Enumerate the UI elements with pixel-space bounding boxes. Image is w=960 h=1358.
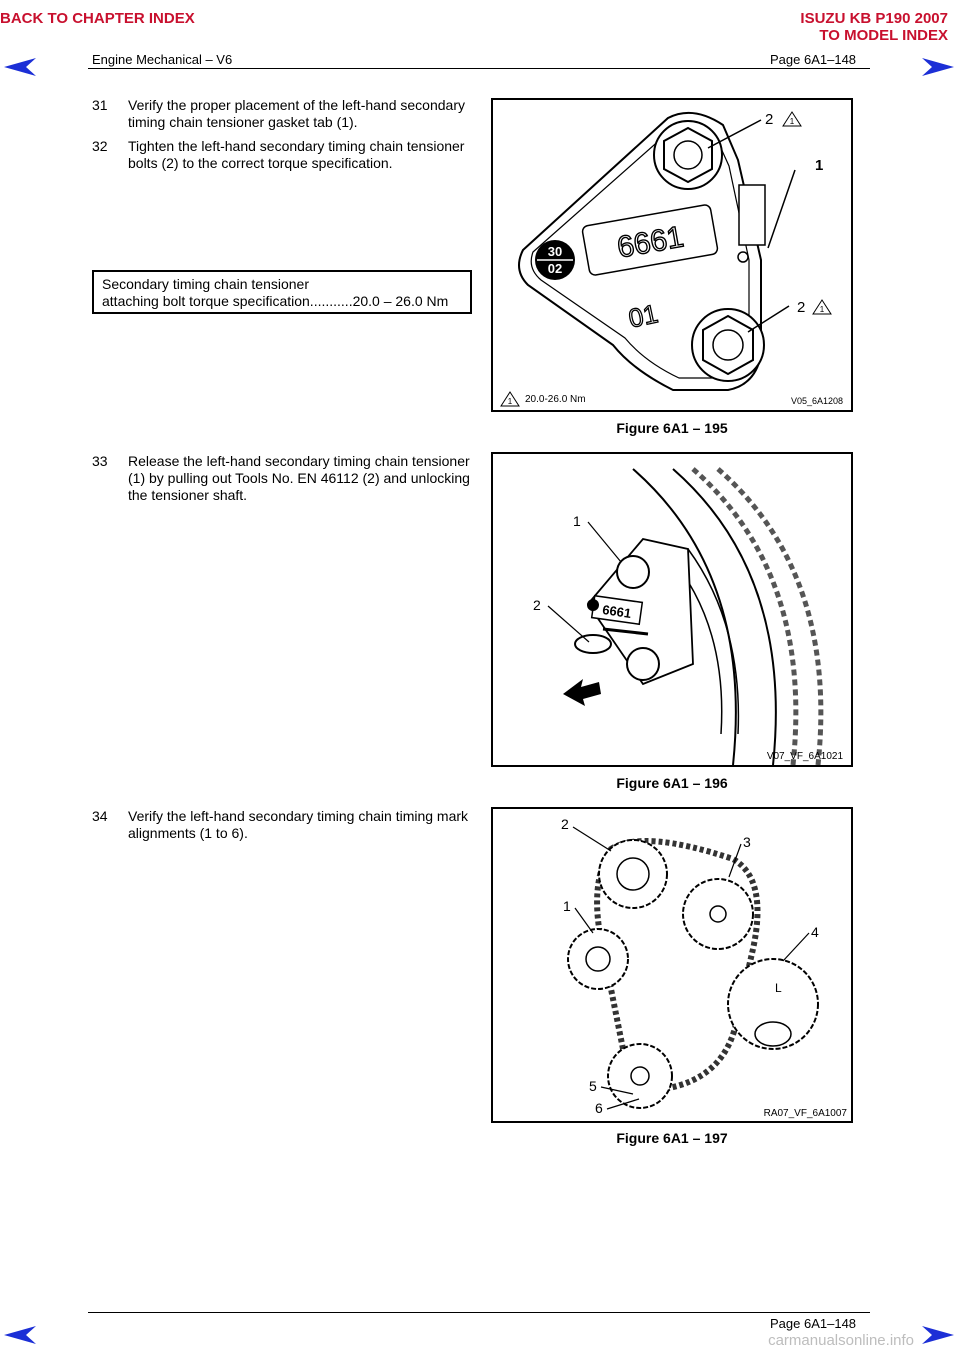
spec-line-2: attaching bolt torque specification.....… [102, 293, 449, 309]
back-to-chapter-index-link[interactable]: BACK TO CHAPTER INDEX [0, 10, 195, 27]
model-index-link[interactable]: ISUZU KB P190 2007 TO MODEL INDEX [800, 10, 948, 44]
callout-2-top: 2 [765, 111, 773, 128]
bolt-bottom [691, 308, 765, 382]
torque-legend-flag: 1 [508, 397, 513, 406]
callout-3: 3 [743, 834, 751, 850]
step-33: 33 Release the left-hand secondary timin… [92, 453, 472, 504]
figure-195: 6661 30 02 01 2 1 1 2 1 1 20.0-26.0 Nm V… [491, 98, 853, 412]
torque-flag-bottom: 1 [820, 305, 825, 314]
step-text: Verify the left-hand secondary timing ch… [128, 808, 469, 841]
figure-code: V05_6A1208 [791, 396, 843, 406]
step-text: Tighten the left-hand secondary timing c… [128, 138, 465, 171]
figure-195-caption: Figure 6A1 – 195 [616, 420, 728, 436]
callout-4: 4 [811, 924, 819, 940]
page-number-bottom: Page 6A1–148 [770, 1316, 857, 1331]
step-number: 34 [92, 808, 108, 824]
header-rule [88, 68, 870, 69]
figure-197-caption: Figure 6A1 – 197 [616, 1130, 728, 1146]
model-index-label: TO MODEL INDEX [819, 27, 948, 44]
torque-legend: 20.0-26.0 Nm [525, 394, 586, 405]
previous-page-arrow-icon[interactable] [2, 56, 38, 78]
previous-page-arrow-icon-bottom[interactable] [2, 1324, 38, 1346]
timing-chain-diagram: L 2 3 1 4 5 6 RA07_VF_6A1007 [561, 816, 848, 1119]
callout-6: 6 [595, 1100, 603, 1116]
spec-line-1: Secondary timing chain tensioner [102, 276, 310, 292]
bolt-top [653, 120, 723, 190]
step-text: Release the left-hand secondary timing c… [128, 453, 470, 503]
part-number-label: 6661 [601, 602, 632, 621]
figure-197: L 2 3 1 4 5 6 RA07_VF_6A1007 [491, 807, 853, 1123]
step-31: 31 Verify the proper placement of the le… [92, 97, 472, 131]
date-code-bottom: 02 [548, 261, 562, 276]
figure-code: V07_VF_6A1021 [767, 751, 844, 762]
callout-5: 5 [589, 1078, 597, 1094]
watermark: carmanualsonline.info [768, 1332, 914, 1349]
callout-1: 1 [563, 898, 571, 914]
callout-2-bottom: 2 [797, 299, 805, 316]
callout-1-tensioner: 1 [573, 513, 581, 529]
footer-rule [88, 1312, 870, 1313]
torque-spec-box: Secondary timing chain tensioner attachi… [92, 270, 472, 314]
tensioner-release-diagram: 6661 1 2 V07_VF_6A1021 [533, 467, 844, 765]
figure-code: RA07_VF_6A1007 [764, 1108, 848, 1119]
step-text: Verify the proper placement of the left-… [128, 97, 465, 130]
step-34: 34 Verify the left-hand secondary timing… [92, 808, 472, 842]
section-title: Engine Mechanical – V6 [92, 52, 233, 67]
next-page-arrow-icon-bottom[interactable] [920, 1324, 956, 1346]
page-number-top: Page 6A1–148 [770, 52, 857, 67]
figure-196: 6661 1 2 V07_VF_6A1021 [491, 452, 853, 767]
mark-L: L [775, 981, 782, 995]
tensioner-diagram: 6661 30 02 01 2 1 1 2 1 1 20.0-26.0 Nm V… [500, 111, 843, 407]
date-code-top: 30 [548, 244, 562, 259]
next-page-arrow-icon[interactable] [920, 56, 956, 78]
figure-196-caption: Figure 6A1 – 196 [616, 775, 728, 791]
model-title: ISUZU KB P190 2007 [800, 10, 948, 27]
step-32: 32 Tighten the left-hand secondary timin… [92, 138, 472, 172]
step-number: 33 [92, 453, 108, 469]
cast-number-01: 01 [626, 298, 661, 333]
callout-2: 2 [561, 816, 569, 832]
torque-flag-top: 1 [790, 117, 795, 126]
step-number: 32 [92, 138, 108, 154]
step-number: 31 [92, 97, 108, 113]
callout-2-tool: 2 [533, 597, 541, 613]
callout-1-gasket-tab: 1 [815, 157, 823, 174]
